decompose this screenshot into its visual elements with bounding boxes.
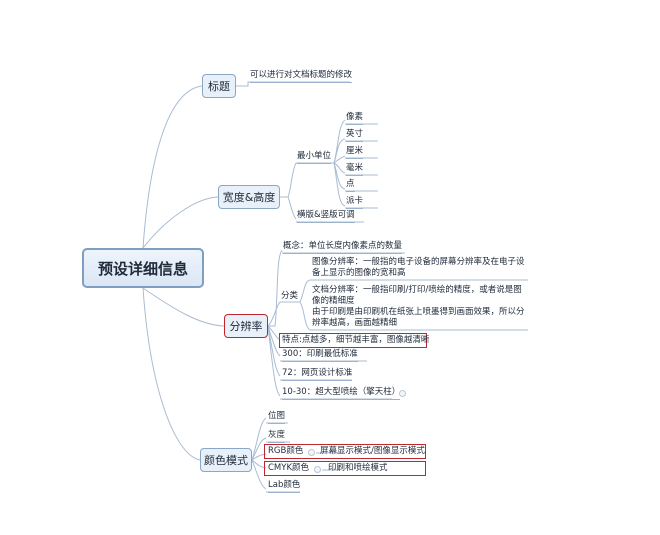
level-10-30: 10-30：超大型喷绘（擎天柱） — [282, 387, 401, 400]
size-node[interactable]: 宽度&高度 — [218, 185, 280, 209]
level-72: 72：网页设计标准 — [282, 368, 353, 381]
image-resolution-line-1: 图像分辨率：一般指的电子设备的屏幕分辨率及在电子设 — [312, 257, 525, 267]
resolution-category: 分类 — [281, 291, 299, 301]
level-300: 300：印刷最低标准 — [282, 349, 358, 362]
unit-pica: 派卡 — [346, 196, 364, 209]
resolution-feature: 特点:点越多，细节越丰富，图像越清晰 — [282, 335, 430, 345]
unit-pixel: 像素 — [346, 112, 364, 125]
collapse-dot[interactable] — [399, 390, 406, 397]
min-unit-node: 最小单位 — [297, 151, 332, 164]
title-note: 可以进行对文档标题的修改 — [250, 70, 353, 83]
mode-grayscale: 灰度 — [268, 430, 286, 443]
resolution-concept: 概念：单位长度内像素点的数量 — [283, 241, 403, 254]
orientation-node: 横版&竖版可调 — [297, 210, 355, 223]
resolution-node[interactable]: 分辨率 — [224, 314, 268, 338]
image-resolution-line-2: 备上显示的图像的宽和高 — [312, 268, 406, 278]
unit-point: 点 — [346, 179, 355, 192]
mode-lab: Lab颜色 — [268, 480, 301, 493]
doc-resolution-line-1: 文档分辨率：一般指印刷/打印/喷绘的精度，或者说是图 — [312, 285, 522, 295]
unit-millimeter: 毫米 — [346, 163, 364, 176]
doc-resolution-line-4: 辨率越高，画面越精细 — [312, 318, 398, 328]
unit-centimeter: 厘米 — [346, 146, 364, 159]
root-node[interactable]: 预设详细信息 — [82, 248, 204, 288]
rgb-dot[interactable] — [308, 449, 315, 456]
cmyk-highlight — [264, 461, 426, 476]
rgb-note: 屏幕显示模式/图像显示模式 — [320, 446, 425, 456]
title-node[interactable]: 标题 — [202, 74, 236, 98]
cmyk-note: 印刷和喷绘模式 — [328, 463, 388, 473]
mode-bitmap: 位图 — [268, 411, 286, 424]
cmyk-dot[interactable] — [314, 466, 321, 473]
rgb-highlight — [264, 444, 426, 459]
mode-rgb: RGB颜色 — [268, 446, 304, 456]
unit-inch: 英寸 — [346, 129, 364, 142]
doc-resolution-line-3: 由于印刷是由印刷机在纸张上喷墨得到画面效果，所以分 — [312, 307, 525, 317]
color-mode-node[interactable]: 颜色模式 — [200, 448, 252, 472]
feature-highlight — [279, 333, 427, 348]
mode-cmyk: CMYK颜色 — [268, 463, 310, 473]
doc-resolution-line-2: 像的精细度 — [312, 296, 355, 306]
